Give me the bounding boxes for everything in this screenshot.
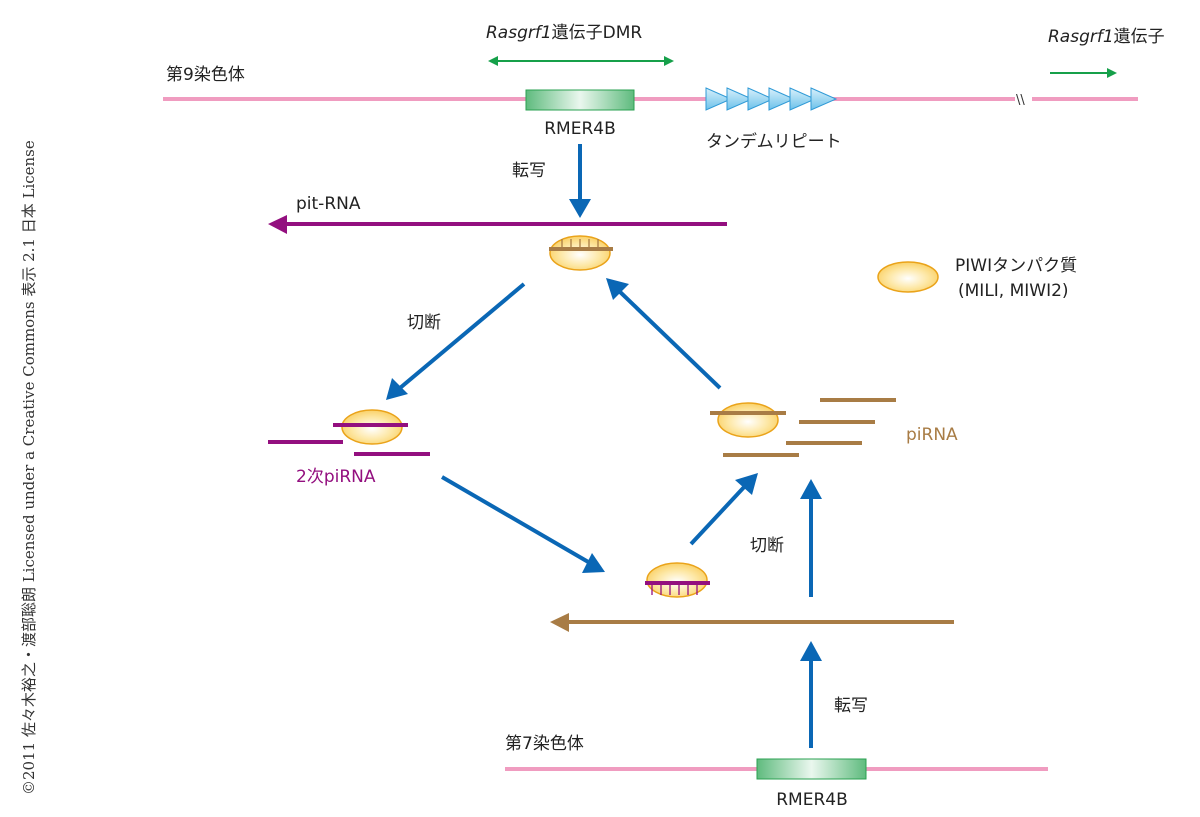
rmer4b-element-chr7 [756,758,867,780]
break-mark: \\ [1016,93,1025,108]
chr9-label: 第9染色体 [166,65,245,85]
gene-name: Rasgrf1 [1048,27,1114,47]
tandem-repeat-unit [726,87,754,111]
legend-piwi-icon [877,261,939,293]
transcription-label-bottom: 転写 [834,696,868,716]
gene-suffix: 遺伝子 [1114,27,1165,47]
legend: PIWIタンパク質 (MILI, MIWI2) [877,256,1077,301]
rmer4b-label-chr7: RMER4B [776,790,848,810]
transcription-label-top: 転写 [512,161,546,181]
tandem-repeat-unit [768,87,796,111]
loading-arrow-right [606,278,722,390]
tandem-repeat-unit [789,87,817,111]
tandem-repeats [705,87,838,111]
pit-rna-label: pit-RNA [296,194,361,214]
tandem-repeat-label: タンデムリピート [706,131,842,152]
cleavage-arrow-diagonal [689,473,758,546]
chromosome-7: 第7染色体 RMER4B [505,734,1048,810]
piwi-complex-top [549,235,613,271]
piwi-protein [646,562,708,598]
piwi-protein [717,402,779,438]
cleavage-label-left: 切断 [407,313,441,333]
copyright-credit: ©2011 佐々木裕之・渡部聡朗 Licensed under a Creati… [20,140,38,795]
pirna-cluster [710,398,896,457]
chromosome-9: 第9染色体 \\ Rasgrf1遺伝子DMR RMER4B タンデムリピート R… [163,23,1165,152]
pirna-precursor-transcript [550,613,954,632]
gene-label: Rasgrf1遺伝子 [1048,27,1165,47]
rmer4b-element-chr9 [525,89,635,111]
legend-label-line2: (MILI, MIWI2) [958,281,1069,301]
chr7-label: 第7染色体 [505,734,584,754]
dmr-gene-name: Rasgrf1 [486,23,552,43]
cleavage-arrow-left [386,282,526,400]
dmr-label: Rasgrf1遺伝子DMR [486,23,642,43]
piwi-complex-bottom [645,562,710,598]
pirna-label: piRNA [906,425,958,445]
tandem-repeat-unit [705,87,733,111]
dmr-double-arrow [488,56,674,66]
gene-direction-arrow [1050,68,1117,78]
secondary-pirna-label: 2次piRNA [296,467,376,487]
transcription-arrow-bottom [800,641,822,748]
secondary-pirna-cluster [268,409,430,456]
rmer4b-label-chr9: RMER4B [544,119,616,139]
tandem-repeat-unit [810,87,838,111]
transcription-arrow-top [569,144,591,218]
legend-label-line1: PIWIタンパク質 [955,256,1077,276]
piwi-protein [549,235,611,271]
tandem-repeat-unit [747,87,775,111]
dmr-suffix: 遺伝子DMR [552,23,643,43]
targeting-arrow [440,475,605,573]
cleavage-label-right: 切断 [750,536,784,556]
pit-rna-strand [268,215,727,234]
cleavage-arrow-vertical [800,479,822,597]
